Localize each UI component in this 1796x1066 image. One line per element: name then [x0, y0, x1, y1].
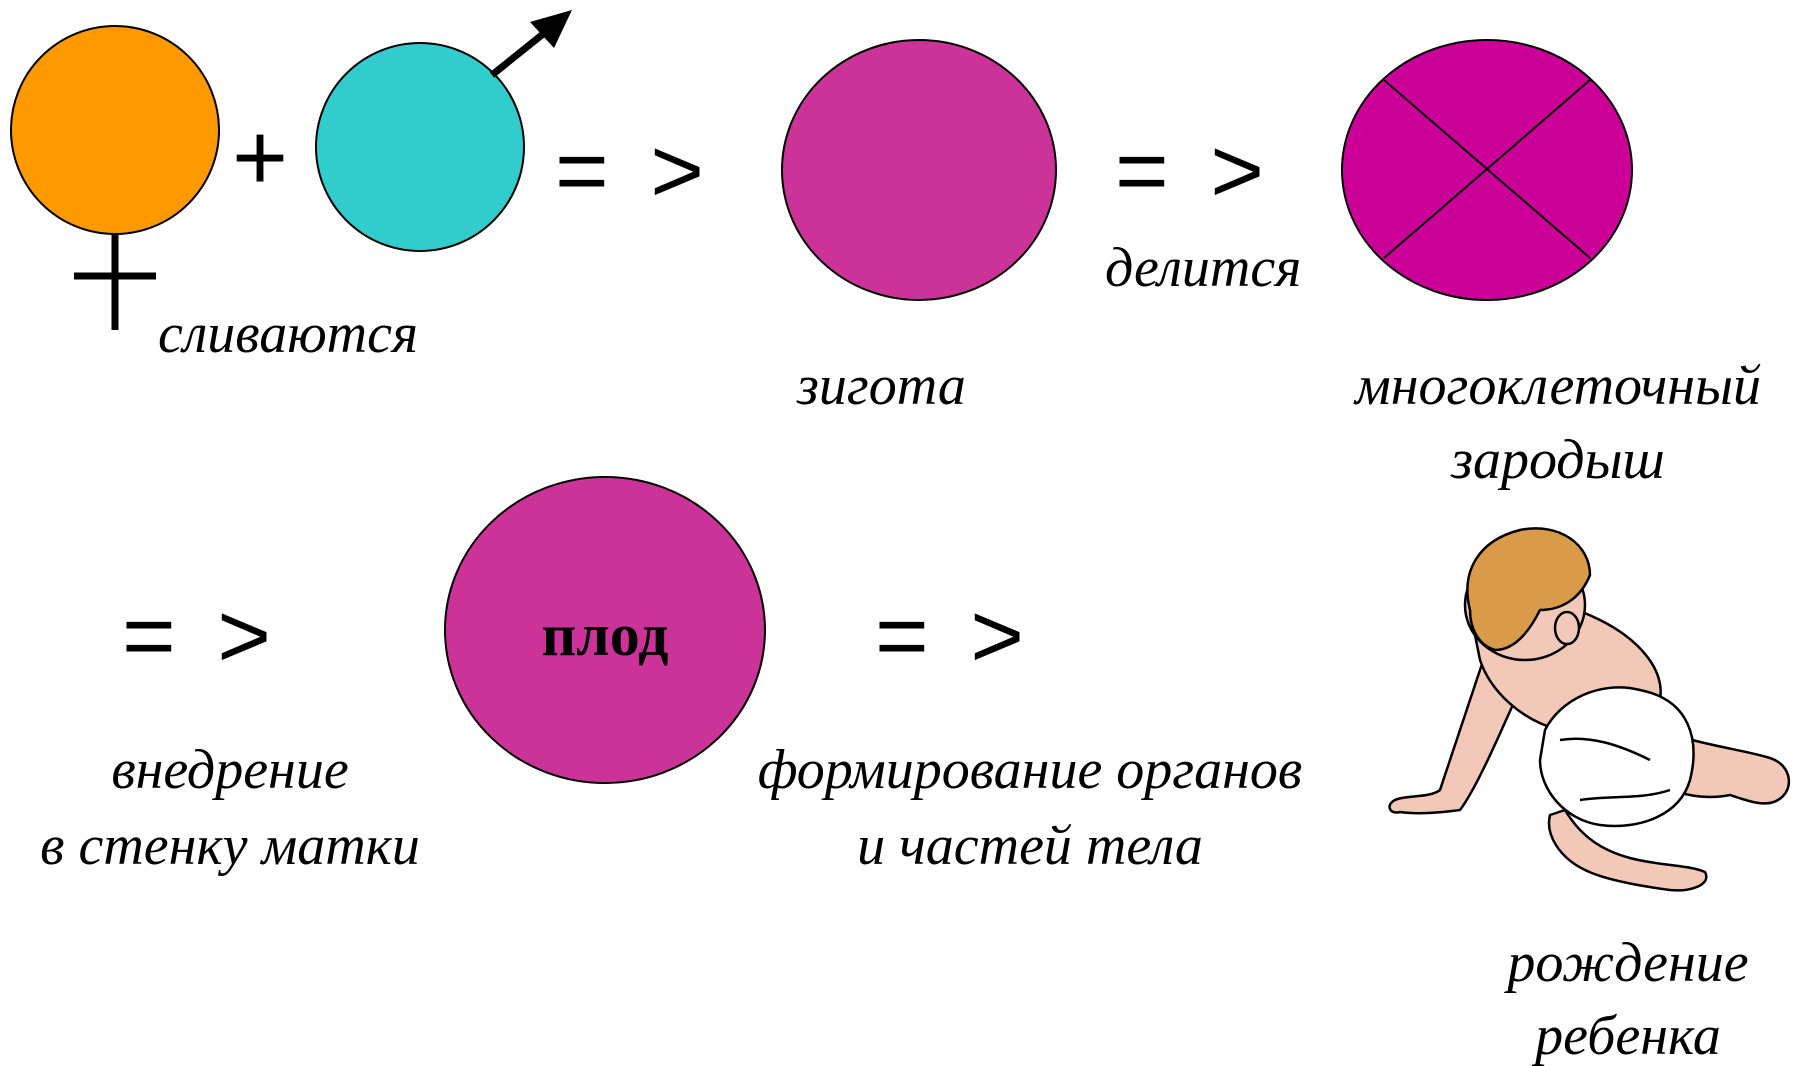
divides-label: делится — [1105, 237, 1302, 299]
male-symbol-icon — [489, 10, 572, 78]
arrow-operator-2: = > — [1115, 120, 1273, 222]
zygote-label: зигота — [797, 355, 966, 417]
fruit-label: плод — [541, 602, 669, 668]
embryo-label-line2: зародыш — [1451, 429, 1665, 491]
embryo-cell — [1341, 39, 1633, 301]
egg-cell — [10, 25, 220, 235]
birth-label-line1: рождение — [1507, 932, 1749, 994]
birth-label-line2: ребенка — [1535, 1005, 1721, 1066]
zygote-cell — [781, 39, 1057, 301]
plus-operator: + — [232, 104, 289, 211]
sperm-cell — [315, 42, 525, 252]
crawling-baby-icon — [1388, 527, 1791, 892]
organs-label-line1: формирование органов — [757, 739, 1303, 801]
implant-label-line2: в стенку матки — [40, 815, 420, 877]
arrow-operator-3: = > — [122, 585, 280, 687]
female-symbol-icon — [74, 234, 156, 330]
organs-label-line2: и частей тела — [857, 815, 1203, 877]
arrow-operator-1: = > — [555, 120, 713, 222]
merge-label: сливаются — [158, 303, 419, 365]
fruit-cell — [444, 476, 766, 784]
embryo-label-line1: многоклеточный — [1354, 355, 1762, 417]
arrow-operator-4: = > — [875, 585, 1033, 687]
implant-label-line1: внедрение — [111, 739, 349, 801]
